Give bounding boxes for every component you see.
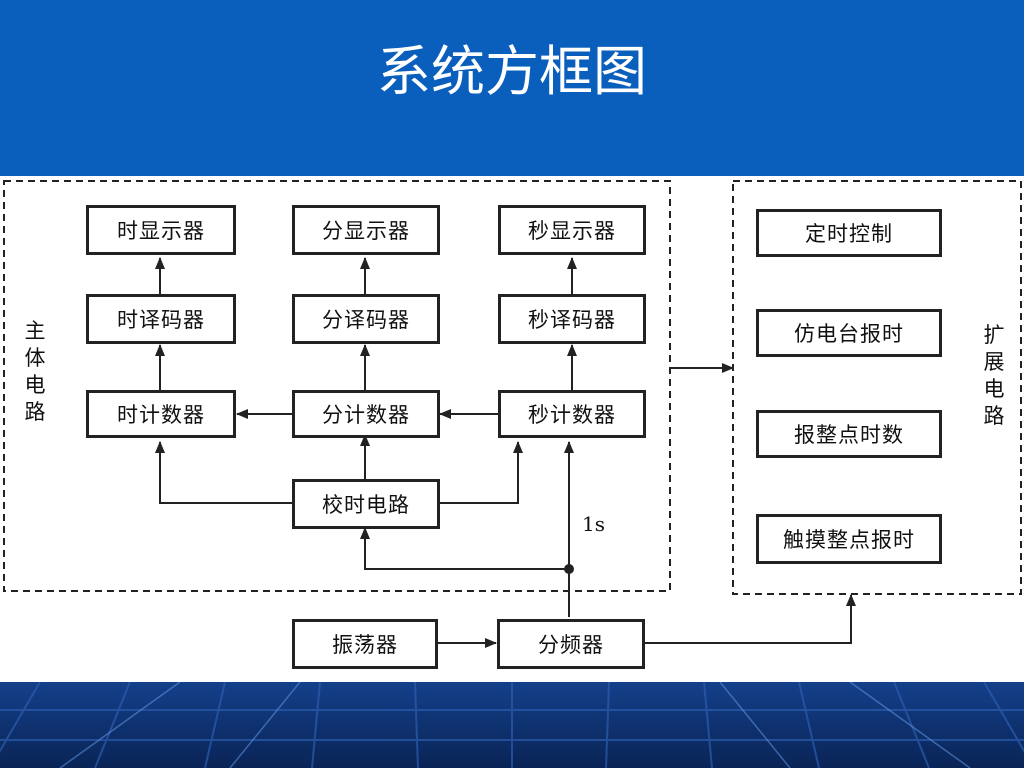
slide-title: 系统方框图 [377,40,647,103]
diagram-connections [3,180,1022,648]
second-counter-block: 秒计数器 [498,390,646,438]
oscillator-block: 振荡器 [292,619,438,669]
touch-chime-block: 触摸整点报时 [756,514,942,564]
hourly-count-block: 报整点时数 [756,410,942,458]
minute-counter-block: 分计数器 [292,390,440,438]
arrow-correction-to-sec [440,441,523,504]
main-circuit-frame [3,180,671,592]
block-diagram: 时显示器 分显示器 秒显示器 时译码器 分译码器 秒译码器 时计数器 分计数器 … [0,176,1024,682]
timed-control-block: 定时控制 [756,209,942,257]
arrow-correction-to-hour [155,441,292,504]
slide-footer [0,682,1024,768]
expansion-circuit-label: 扩展电路 [983,323,1005,428]
second-display-block: 秒显示器 [498,205,646,255]
frequency-divider-block: 分频器 [497,619,645,669]
minute-display-block: 分显示器 [292,205,440,255]
main-circuit-label: 主体电路 [24,319,46,424]
one-second-label: 1s [582,512,605,536]
expansion-circuit-frame [732,180,1022,595]
footer-pattern [0,682,1024,768]
minute-decoder-block: 分译码器 [292,294,440,344]
hour-decoder-block: 时译码器 [86,294,236,344]
hour-counter-block: 时计数器 [86,390,236,438]
second-decoder-block: 秒译码器 [498,294,646,344]
time-correction-block: 校时电路 [292,479,440,529]
junction-dot [564,564,574,574]
hour-display-block: 时显示器 [86,205,236,255]
arrow-1s-to-correction [360,527,569,570]
radio-chime-block: 仿电台报时 [756,309,942,357]
slide-header: 系统方框图 [0,0,1024,176]
arrow-divider-to-expansion [645,594,856,644]
